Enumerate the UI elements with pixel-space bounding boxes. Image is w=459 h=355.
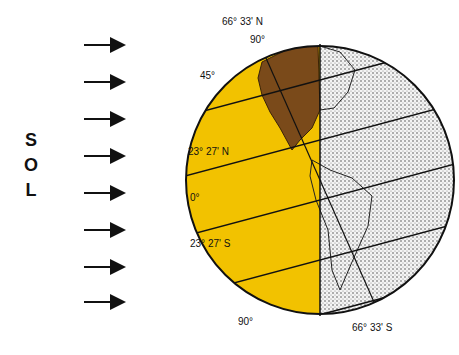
latitude-label: 90° [238,316,253,327]
latitude-label: 0° [190,192,200,203]
latitude-label: 66° 33' S [352,322,392,333]
latitude-label: 66° 33' N [222,16,263,27]
latitude-label: 23° 27' S [190,238,230,249]
latitude-label: 45° [200,70,215,81]
terminator [319,44,321,316]
latitude-lines [170,40,459,320]
latitude-label: 90° [250,34,265,45]
earth-axis [258,40,382,320]
sun-rays [84,45,124,302]
sun-label: SOL [22,128,40,204]
latitude-label: 23° 27' N [188,146,229,157]
globe-outline [186,46,454,314]
night-side [320,40,459,320]
